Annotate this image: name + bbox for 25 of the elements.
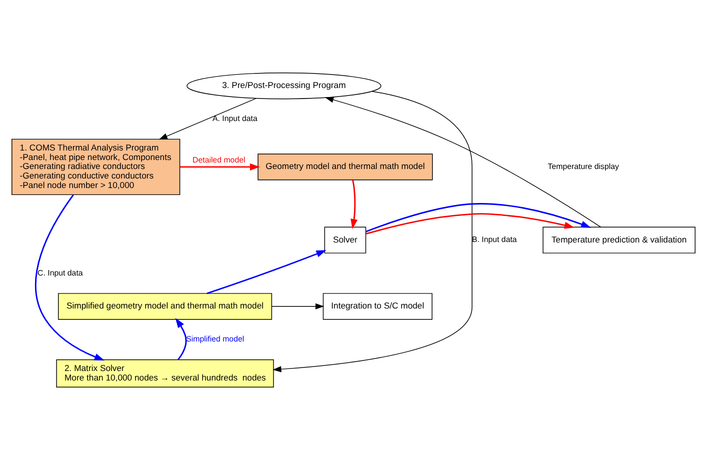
edge-label: C. Input data (38, 268, 83, 277)
arrow (366, 202, 592, 232)
node-ellipse: 3. Pre/Post-Processing Program (186, 72, 382, 99)
node-box: Temperature prediction & validation (542, 226, 696, 253)
edge-label: Simplified model (186, 334, 244, 344)
node-box: 1. COMS Thermal Analysis Program -Panel, heat pipe network, Components -Generating radiative conductors -Generating conductive conductors -Panel node number > 10,000 (12, 138, 180, 195)
arrow (350, 180, 358, 229)
node-box: Solver (324, 226, 366, 253)
node-box: Integration to S/C model (322, 292, 432, 320)
edge-label: B. Input data (472, 234, 517, 244)
node-box: Simplified geometry model and thermal math model (58, 292, 272, 320)
arrow (158, 97, 257, 140)
arrow (271, 302, 324, 309)
arrow (324, 96, 602, 227)
arrow (35, 194, 105, 360)
edge-label: Temperature display (548, 161, 620, 170)
edge-label: Detailed model (192, 154, 246, 164)
arrow (272, 90, 472, 372)
edge-label: A. Input data (212, 114, 258, 123)
arrow (366, 212, 575, 234)
arrow (175, 317, 187, 360)
node-box: Geometry model and thermal math model (258, 153, 433, 180)
arrow (206, 250, 326, 294)
arrow (180, 162, 260, 170)
node-box: 2. Matrix Solver More than 10,000 nodes → several hundreds nodes (56, 358, 274, 387)
